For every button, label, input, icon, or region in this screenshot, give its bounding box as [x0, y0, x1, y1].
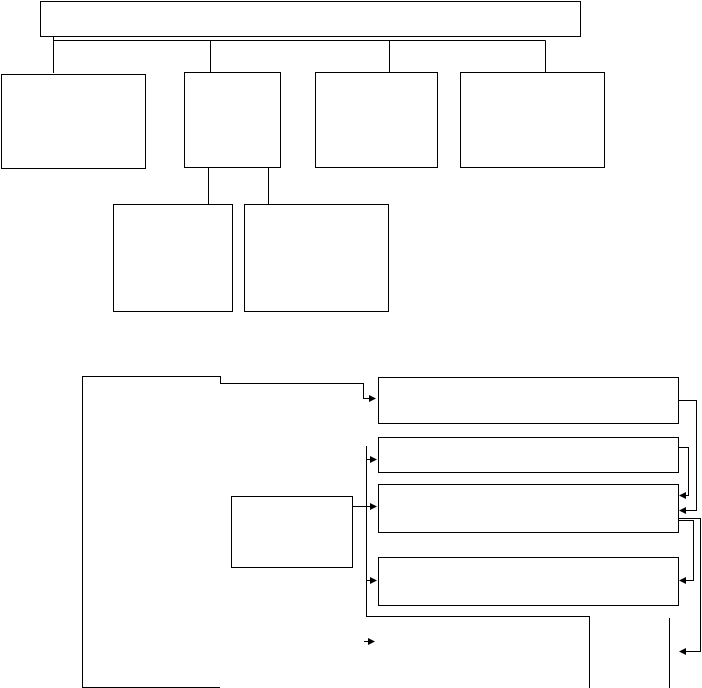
org-level2-box-1: [113, 204, 233, 312]
arrow-head: [370, 503, 377, 510]
arrow-head: [368, 638, 375, 645]
org-chart: [1, 1, 605, 312]
flow-source-bracket: [82, 376, 221, 688]
arrow-head: [679, 492, 686, 499]
org-root-box: [40, 1, 581, 37]
flow-center-box: [231, 496, 353, 568]
flow-target-box-1: [378, 377, 679, 424]
flow-target-box-3: [378, 484, 679, 533]
arrow-head: [369, 395, 376, 402]
arrow-head: [679, 507, 686, 514]
org-root-branch-line: [53, 37, 546, 73]
org-level1-box-2: [184, 72, 281, 168]
flow-feedback-3-to-4: [679, 520, 694, 581]
org-level2-box-2: [244, 204, 389, 312]
arrow-head: [370, 456, 377, 463]
flow-feedback-1-to-3: [679, 400, 697, 511]
arrow-head: [370, 577, 377, 584]
arrow-head: [679, 577, 686, 584]
flow-target-box-4: [378, 557, 679, 606]
flow-feedback-3-to-bottom: [679, 518, 701, 652]
org-level1-branch-line: [208, 168, 269, 204]
flow-target-box-2: [378, 437, 679, 473]
flow-source-to-target-1-line: [220, 383, 370, 399]
flow-center-connector-line: [353, 446, 590, 688]
flow-chart: [82, 376, 701, 688]
org-level1-box-3: [315, 72, 438, 168]
org-level1-box-1: [1, 74, 146, 169]
org-level1-box-4: [460, 72, 605, 168]
flow-feedback-2-to-3: [679, 447, 689, 496]
arrow-head: [679, 648, 686, 655]
